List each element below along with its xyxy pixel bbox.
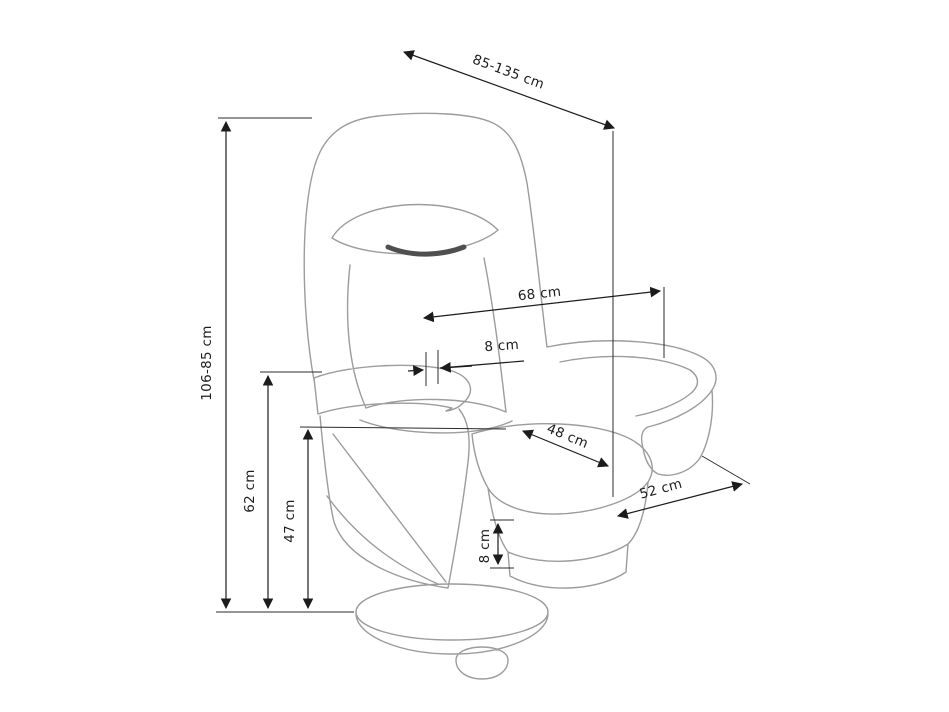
- dim-total-width-line: [422, 286, 662, 323]
- recliner-chair-drawing: [303, 112, 717, 680]
- label-seat-height: 47 cm: [282, 499, 298, 543]
- dim-seat-depth-line: [616, 481, 744, 519]
- dim-recline-depth-line: [402, 50, 616, 130]
- label-armrest-height: 62 cm: [242, 469, 258, 513]
- label-seat-depth: 52 cm: [638, 476, 684, 503]
- label-footrest-clearance: 8 cm: [477, 529, 493, 564]
- dim-thickness-leader: [439, 360, 525, 369]
- label-total-width: 68 cm: [517, 284, 562, 305]
- label-backrest-thickness: 8 cm: [484, 337, 520, 355]
- dimension-lines: [220, 50, 744, 610]
- chair-outline: [303, 112, 717, 680]
- headrest-shadow: [385, 244, 467, 257]
- dim-seat-width-line: [522, 429, 609, 468]
- ext-depth-right: [701, 455, 751, 485]
- ext-seat-top: [299, 426, 507, 430]
- label-recline-depth: 85-135 cm: [470, 52, 546, 93]
- dim-thickness-arrow-left: [407, 365, 425, 377]
- label-total-height: 106-85 cm: [199, 325, 215, 400]
- dimension-labels: 85-135 cm 106-85 cm 62 cm 47 cm 8 cm 68 …: [199, 52, 684, 564]
